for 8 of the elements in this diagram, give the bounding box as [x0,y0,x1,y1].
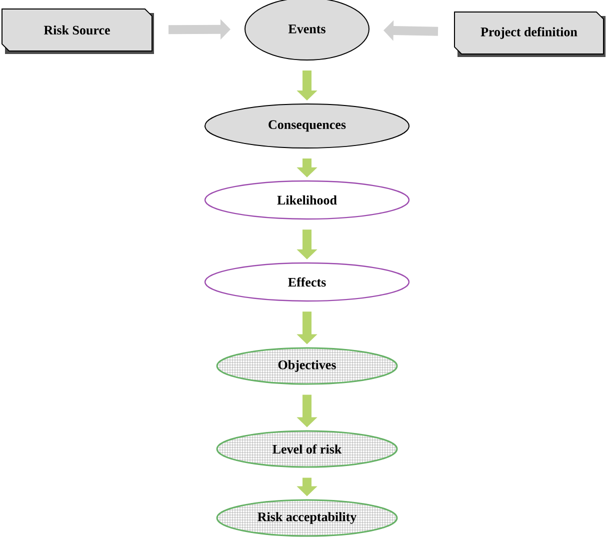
ellipse-node: Objectives [216,347,398,385]
ellipse-node: Effects [204,262,410,302]
ellipse-node: Likelihood [204,180,410,220]
ellipse-node: Risk acceptability [216,499,398,537]
label-box: Project definition [454,12,604,54]
ellipse-node: Level of risk [216,430,398,468]
ellipse-node: Consequences [204,104,410,148]
label-box: Risk Source [2,8,152,52]
